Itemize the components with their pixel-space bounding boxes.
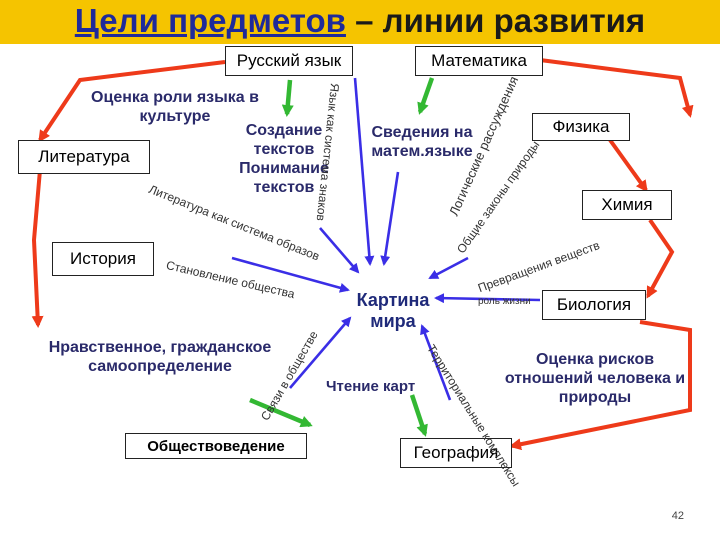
physics-box: Физика bbox=[532, 113, 630, 141]
page-title: Цели предметов – линии развития bbox=[0, 2, 720, 40]
arrow-social-center bbox=[289, 316, 352, 389]
arrow-social-connections bbox=[249, 397, 313, 428]
arrow-chemistry-center bbox=[428, 256, 469, 280]
title-rest: – линии развития bbox=[345, 2, 646, 39]
mathematics-label: Математика bbox=[431, 51, 527, 70]
physics-label: Физика bbox=[552, 117, 610, 136]
culture-role-label: Оценка роли языка в культуре bbox=[91, 89, 259, 125]
title-underlined: Цели предметов bbox=[74, 2, 346, 39]
arrow-math-center bbox=[380, 171, 400, 266]
life-role-label: роль жизни bbox=[478, 296, 531, 307]
arrow-geography-center bbox=[420, 324, 452, 401]
arrow-russian-center bbox=[353, 77, 375, 266]
map-reading-label: Чтение карт bbox=[326, 378, 416, 395]
history-box: История bbox=[52, 242, 154, 276]
history-label: История bbox=[70, 249, 136, 268]
arrow-math-physics bbox=[539, 58, 694, 118]
arrow-russian-creation bbox=[281, 79, 294, 117]
title-banner bbox=[0, 0, 720, 44]
world-picture-center: Картина мира bbox=[338, 290, 448, 332]
geography-box: География bbox=[400, 438, 512, 468]
chemistry-label: Химия bbox=[601, 195, 653, 214]
arrow-history-center bbox=[231, 256, 350, 293]
biology-box: Биология bbox=[542, 290, 646, 320]
text-creation-label: Создание текстов Понимание текстов bbox=[239, 122, 329, 196]
risk-assessment-label: Оценка рисков отношений человека и приро… bbox=[504, 351, 686, 406]
math-language-label: Сведения на матем.языке bbox=[371, 124, 473, 160]
mathematics-box: Математика bbox=[415, 46, 543, 76]
arrow-chemistry-biology bbox=[646, 218, 675, 299]
arrow-geography-maps bbox=[409, 394, 428, 437]
social-studies-label: Обществоведение bbox=[147, 437, 285, 455]
moral-self-determination-label: Нравственное, гражданское самоопределени… bbox=[48, 339, 272, 375]
literature-label: Литература bbox=[38, 147, 130, 166]
russian-language-box: Русский язык bbox=[225, 46, 353, 76]
arrow-physics-chemistry bbox=[608, 138, 648, 193]
arrow-russian-literature bbox=[38, 60, 226, 143]
world-picture-label: Картина мира bbox=[356, 290, 430, 331]
chemistry-box: Химия bbox=[582, 190, 672, 220]
literature-box: Литература bbox=[18, 140, 150, 174]
social-studies-box: Обществоведение bbox=[125, 433, 307, 459]
russian-language-label: Русский язык bbox=[236, 51, 342, 70]
arrow-literature-center bbox=[319, 227, 360, 274]
arrow-biology-geography bbox=[509, 320, 692, 451]
arrow-literature-moral bbox=[31, 169, 44, 328]
geography-label: География bbox=[413, 443, 499, 462]
arrow-biology-center bbox=[434, 293, 541, 304]
arrow-math-info bbox=[417, 77, 435, 115]
biology-label: Биология bbox=[556, 295, 632, 314]
page-number: 42 bbox=[671, 510, 684, 522]
